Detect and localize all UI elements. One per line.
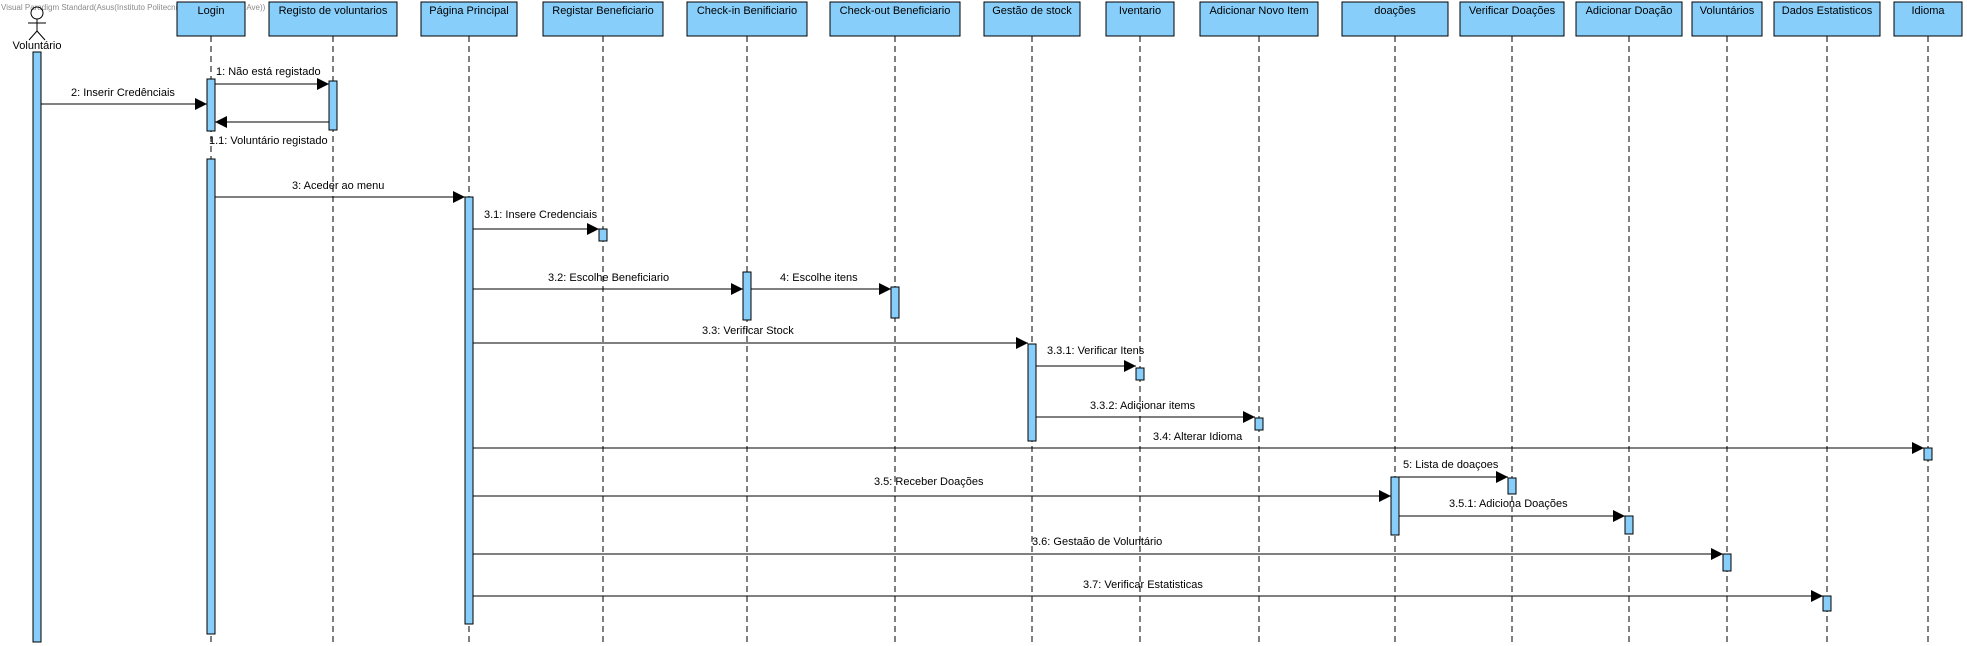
lifeline-novo-item[interactable]: Adicionar Novo Item bbox=[1199, 1, 1319, 642]
activation-idioma bbox=[1923, 447, 1933, 461]
message-label: 3.3: Verificar Stock bbox=[702, 325, 794, 337]
lifeline-stock[interactable]: Gestão de stock bbox=[983, 1, 1081, 642]
activation-principal bbox=[464, 196, 474, 625]
watermark-text: Visual Paradigm Standard(Asus(Instituto … bbox=[1, 3, 266, 12]
lifeline-label: Dados Estatisticos bbox=[1782, 5, 1873, 17]
actor-activation bbox=[32, 51, 42, 643]
lifeline-estatisticos[interactable]: Dados Estatisticos bbox=[1773, 1, 1881, 642]
lifeline-label: Voluntários bbox=[1700, 5, 1755, 17]
lifeline-label: Verificar Doações bbox=[1469, 5, 1556, 17]
lifeline-label: Gestão de stock bbox=[992, 5, 1072, 17]
lifeline-verificar-doacoes[interactable]: Verificar Doações bbox=[1459, 1, 1565, 642]
lifeline-label: Iventario bbox=[1119, 5, 1161, 17]
message-label: 5: Lista de doaçoes bbox=[1403, 459, 1499, 471]
lifeline-label: Adicionar Doação bbox=[1586, 5, 1673, 17]
message-label: 4: Escolhe itens bbox=[780, 272, 858, 284]
activation-registo bbox=[328, 80, 338, 131]
lifeline-adicionar-doacao[interactable]: Adicionar Doação bbox=[1575, 1, 1683, 642]
message-labels: 1: Não está registado 2: Inserir Credênc… bbox=[71, 66, 1568, 591]
message-label: 3.3.2: Adicionar items bbox=[1090, 400, 1196, 412]
lifeline-checkout[interactable]: Check-out Beneficiario bbox=[829, 1, 961, 642]
activation-bars bbox=[206, 78, 1933, 635]
message-label: 1: Não está registado bbox=[216, 66, 321, 78]
lifeline-voluntarios[interactable]: Voluntários bbox=[1691, 1, 1763, 642]
activation-checkout bbox=[890, 286, 900, 319]
lifeline-label: Check-in Benificiario bbox=[697, 5, 797, 17]
actor-label: Voluntário bbox=[13, 40, 62, 52]
activation-login-2 bbox=[206, 158, 216, 635]
lifeline-doacoes[interactable]: doações bbox=[1341, 1, 1449, 642]
activation-inventario bbox=[1135, 367, 1145, 381]
lifeline-registar-beneficiario[interactable]: Registar Beneficiario bbox=[542, 1, 664, 642]
message-label: 3.6: Gestaão de Voluntário bbox=[1032, 536, 1162, 548]
lifeline-registo[interactable]: Registo de voluntarios bbox=[268, 1, 398, 642]
lifeline-inventario[interactable]: Iventario bbox=[1105, 1, 1175, 642]
activation-estatisticos bbox=[1822, 595, 1832, 612]
activation-doacoes bbox=[1390, 476, 1400, 536]
activation-adicionar-doacao bbox=[1624, 515, 1634, 535]
stick-figure-icon bbox=[28, 6, 46, 41]
lifeline-label: Registo de voluntarios bbox=[279, 5, 388, 17]
lifeline-idioma[interactable]: Idioma bbox=[1893, 1, 1963, 642]
message-label: 3.4: Alterar Idioma bbox=[1153, 431, 1243, 443]
message-label: 3.1: Insere Credenciais bbox=[484, 209, 598, 221]
activation-registar-beneficiario bbox=[598, 228, 608, 242]
lifeline-label: Registar Beneficiario bbox=[552, 5, 654, 17]
lifeline-label: Adicionar Novo Item bbox=[1209, 5, 1308, 17]
lifeline-label: doações bbox=[1374, 5, 1416, 17]
activation-stock bbox=[1027, 343, 1037, 442]
activation-checkin bbox=[742, 271, 752, 321]
message-label: 3.7: Verificar Estatisticas bbox=[1083, 579, 1203, 591]
message-label: 3: Aceder ao menu bbox=[292, 180, 384, 192]
activation-novo-item bbox=[1254, 417, 1264, 431]
lifeline-label: Check-out Beneficiario bbox=[840, 5, 951, 17]
actor-voluntario[interactable]: Voluntário bbox=[13, 6, 62, 643]
lifeline-label: Idioma bbox=[1911, 5, 1945, 17]
message-label: 1.1: Voluntário registado bbox=[209, 135, 328, 147]
messages bbox=[41, 78, 1924, 602]
activation-voluntarios bbox=[1722, 553, 1732, 572]
lifeline-checkin[interactable]: Check-in Benificiario bbox=[686, 1, 808, 642]
activation-verificar-doacoes bbox=[1507, 477, 1517, 495]
activation-login-1 bbox=[206, 78, 216, 132]
message-label: 3.5.1: Adiciona Doações bbox=[1449, 498, 1568, 510]
message-label: 2: Inserir Credênciais bbox=[71, 87, 175, 99]
message-label: 3.2: Escolhe Beneficiario bbox=[548, 272, 669, 284]
message-label: 3.5: Receber Doações bbox=[874, 476, 984, 488]
lifeline-label: Página Principal bbox=[429, 5, 509, 17]
lifeline-label: Login bbox=[198, 5, 225, 17]
message-label: 3.3.1: Verificar Itens bbox=[1047, 345, 1145, 357]
